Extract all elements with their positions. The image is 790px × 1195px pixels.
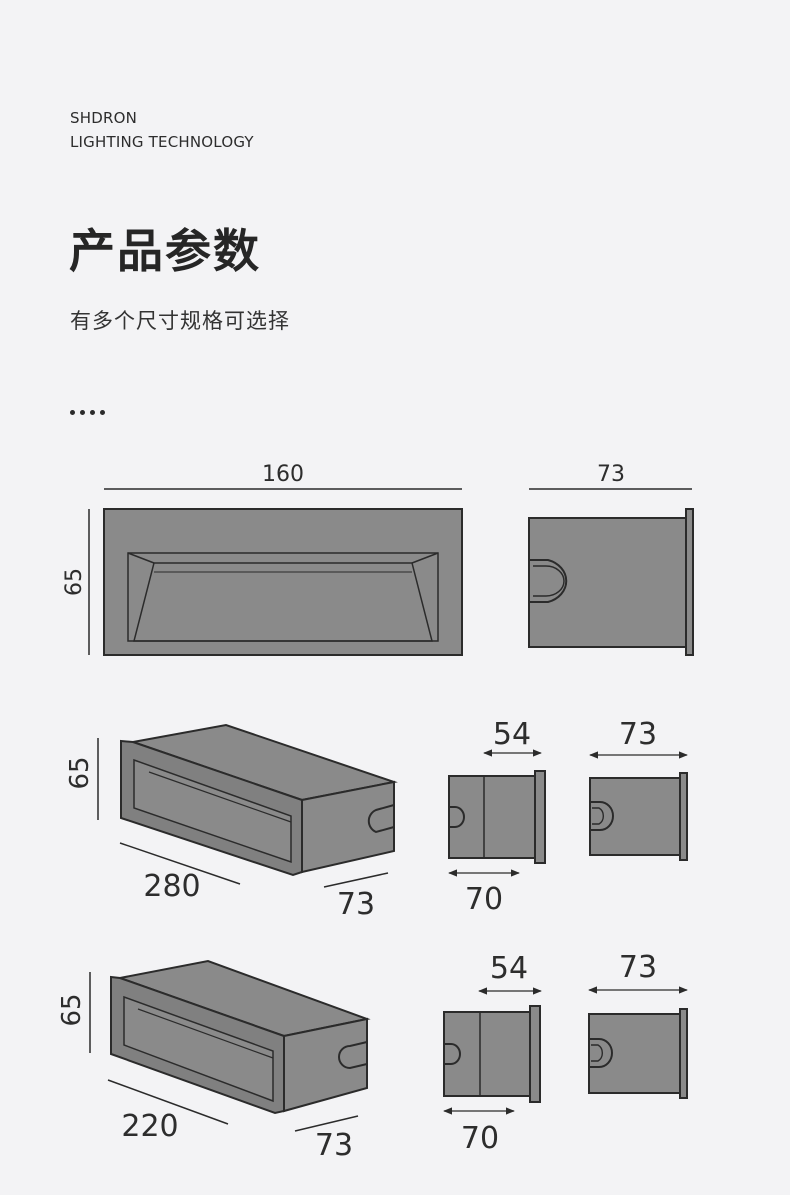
recess-inner bbox=[133, 562, 433, 642]
front-width-label: 160 bbox=[262, 462, 304, 487]
large-side-depth-label: 73 bbox=[619, 717, 657, 752]
dot bbox=[100, 410, 105, 415]
small-side-bottom-label: 70 bbox=[461, 1121, 499, 1156]
front-recess bbox=[123, 995, 274, 1103]
small-depth-label: 73 bbox=[315, 1128, 353, 1163]
front-height-label: 65 bbox=[62, 568, 87, 596]
housing bbox=[528, 517, 687, 648]
brand-tagline: LIGHTING TECHNOLOGY bbox=[70, 133, 254, 151]
front-recess bbox=[133, 758, 292, 864]
side-view: 73 bbox=[528, 462, 694, 656]
recess-outline bbox=[127, 552, 439, 642]
small-side-depth-label: 73 bbox=[619, 950, 657, 985]
small-side-view-b: 73 bbox=[588, 950, 688, 1099]
large-model-iso: 65 280 73 bbox=[65, 723, 398, 922]
faceplate bbox=[103, 508, 463, 656]
decorative-dots bbox=[70, 410, 105, 415]
flange bbox=[685, 508, 694, 656]
large-side-bottom-label: 70 bbox=[465, 882, 503, 917]
cable-gland bbox=[529, 559, 568, 603]
front-view: 160 65 bbox=[62, 462, 463, 656]
brand-name: SHDRON bbox=[70, 109, 138, 127]
large-length-label: 280 bbox=[143, 869, 200, 904]
dot bbox=[80, 410, 85, 415]
small-side-front-label: 54 bbox=[490, 951, 528, 986]
large-side-view-a: 54 70 bbox=[448, 717, 546, 917]
small-height-label: 65 bbox=[57, 993, 87, 1026]
large-side-front-label: 54 bbox=[493, 717, 531, 752]
dot bbox=[70, 410, 75, 415]
small-length-label: 220 bbox=[121, 1109, 178, 1144]
dot bbox=[90, 410, 95, 415]
large-depth-label: 73 bbox=[337, 887, 375, 922]
small-model-iso: 65 220 73 bbox=[57, 959, 371, 1163]
page-title: 产品参数 bbox=[69, 224, 261, 278]
large-height-label: 65 bbox=[65, 756, 95, 789]
small-side-view-a: 54 70 bbox=[443, 951, 542, 1156]
page-subtitle: 有多个尺寸规格可选择 bbox=[70, 309, 290, 333]
side-face bbox=[283, 1017, 368, 1113]
brand-block: SHDRON LIGHTING TECHNOLOGY bbox=[70, 106, 254, 154]
side-depth-label: 73 bbox=[597, 462, 625, 487]
large-side-view-b: 73 bbox=[589, 717, 688, 861]
